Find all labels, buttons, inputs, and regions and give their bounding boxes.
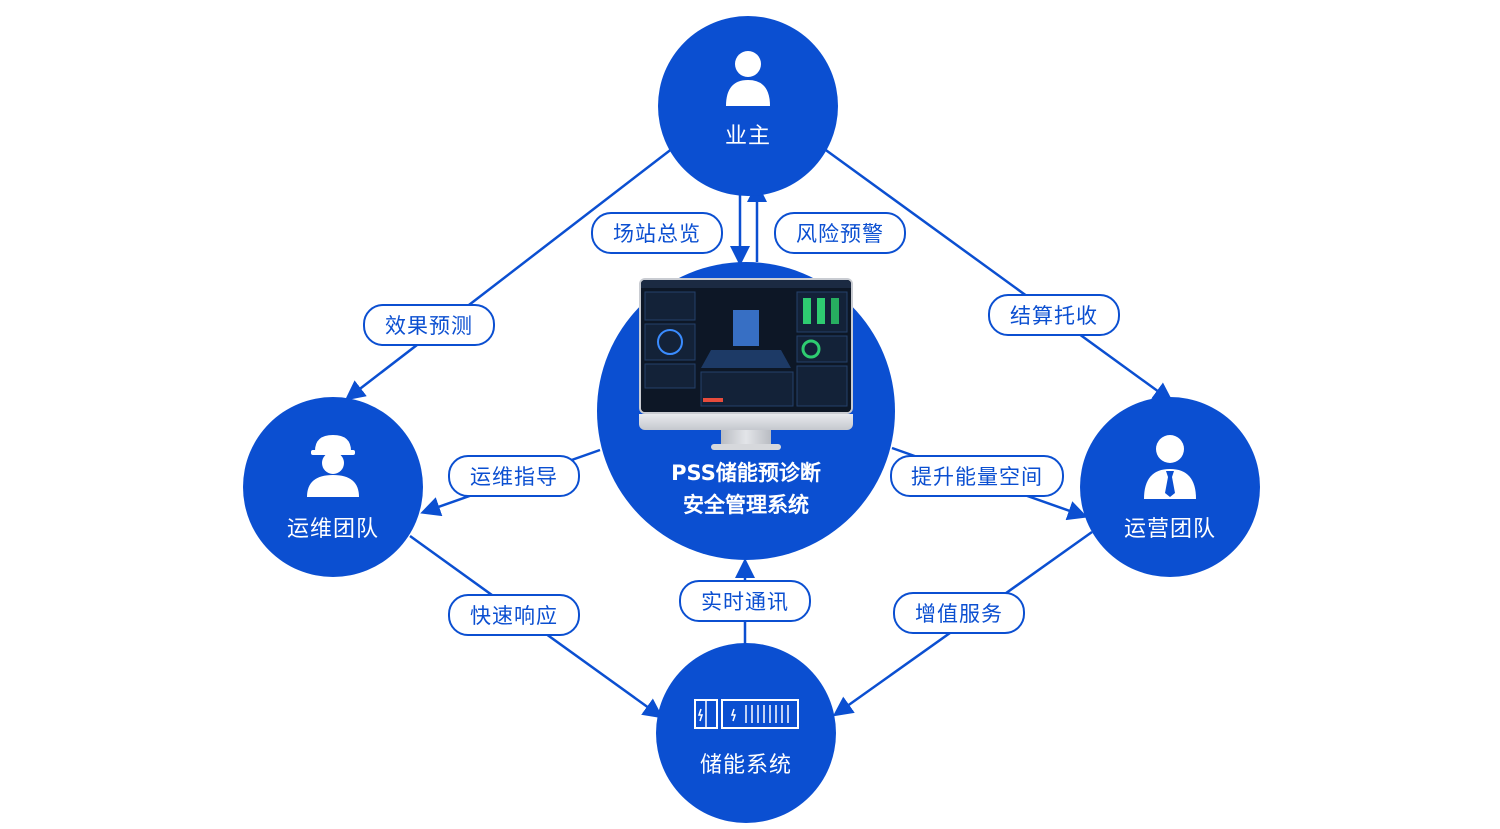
edge-owner-to-om-team [344,147,674,401]
center-node: PSS储能预诊断 安全管理系统 [597,262,895,560]
edge-label-effect-prediction: 效果预测 [363,304,495,346]
center-title-line2: 安全管理系统 [683,493,809,517]
storage-node: 储能系统 [656,643,836,823]
edge-label-quick-response: 快速响应 [448,594,580,636]
edge-label-value-added: 增值服务 [893,592,1025,634]
storage-label: 储能系统 [699,753,792,778]
monitor-dashboard-icon [639,278,853,450]
edge-label-om-guidance: 运维指导 [448,455,580,497]
edge-owner-to-ops-team [822,146,1174,403]
ops-team-label: 运营团队 [1123,517,1216,542]
battery-cabinet-icon [694,699,799,729]
edge-label-realtime-comm: 实时通讯 [679,580,811,622]
monitor-base [711,444,781,450]
monitor-screen [639,278,853,414]
ops-team-node: 运营团队 [1080,397,1260,577]
center-title-line1: PSS储能预诊断 [671,461,821,485]
edge-label-site-overview: 场站总览 [591,212,723,254]
om-team-label: 运维团队 [286,517,379,542]
edge-label-settlement: 结算托收 [988,294,1120,336]
owner-label: 业主 [724,124,771,149]
edge-label-energy-space: 提升能量空间 [890,455,1064,497]
om-team-node: 运维团队 [243,397,423,577]
dashboard-screenshot [641,280,851,412]
worker-helmet-icon [307,435,359,497]
businessman-tie-icon [1144,435,1196,499]
monitor-stand [721,430,771,446]
owner-node: 业主 [658,16,838,196]
monitor-chin [639,414,853,430]
person-icon [726,51,770,106]
edge-label-risk-warning: 风险预警 [774,212,906,254]
